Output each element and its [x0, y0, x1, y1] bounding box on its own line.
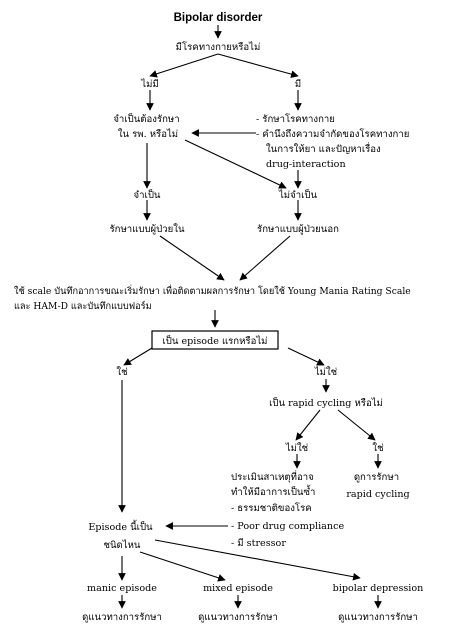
node-outpatient: รักษาแบบผู้ป่วยนอก [257, 224, 339, 235]
node-need: จำเป็น [134, 188, 161, 201]
arrow-first-episode-no [287, 347, 325, 366]
diagram-title: Bipolar disorder [174, 12, 263, 24]
arrow-admit-to-not-need [184, 139, 287, 189]
node-branch-yes: มี [295, 78, 301, 90]
node-mixed-episode: mixed episode [203, 583, 273, 594]
arrow-inpatient-to-scale [159, 235, 225, 281]
node-not-need: ไม่จำเป็น [278, 188, 318, 201]
node-q-rapid: เป็น rapid cycling หรือไม่ [269, 396, 383, 409]
arrow-rapid-to-yes2 [337, 409, 376, 441]
node-depression-action: ดูแนวทางการรักษา [338, 612, 418, 623]
node-no2: ไม่ใช่ [285, 442, 309, 454]
node-q-admit: จำเป็นต้องรักษา ใน รพ. หรือไม่ [113, 112, 182, 140]
arrow-first-episode-yes [123, 347, 153, 366]
node-branch-no: ไม่มี [140, 78, 158, 90]
arrow-episode-type-to-depression [154, 539, 361, 581]
node-q-physical: มีโรคทางกายหรือไม่ [176, 41, 261, 53]
node-no: ไม่ใช่ [314, 366, 338, 378]
node-relapse-eval: ประเมินสาเหตุที่อาจ ทำให้มีอาการเป็นซ้ำ … [231, 470, 347, 549]
arrow-episode-type-to-mixed [139, 551, 226, 582]
arrow-to-branch-yes [217, 53, 299, 78]
node-physical-notes: - รักษาโรคทางกาย - คำนึงถึงความจำกัดของโ… [256, 113, 412, 170]
node-inpatient: รักษาแบบผู้ป่วยใน [110, 223, 185, 235]
node-q-episode-type: Episode นี้เป็น ชนิดไหน [88, 519, 155, 551]
node-scale-note: ใช้ scale บันทึกอาการขณะเริ่มรักษา เพื่อ… [14, 284, 414, 312]
node-q-first-episode: เป็น episode แรกหรือไม่ [163, 334, 268, 347]
connectors [118, 25, 382, 609]
node-rapid-treat: ดูการรักษา rapid cycling [346, 472, 409, 500]
arrow-rapid-to-no2 [295, 409, 321, 441]
node-yes: ใช่ [116, 366, 128, 378]
arrow-to-branch-no [149, 53, 219, 78]
first-episode-box [151, 330, 279, 350]
arrow-outpatient-to-scale [239, 235, 291, 281]
node-bipolar-depression: bipolar depression [333, 583, 424, 594]
node-manic-episode: manic episode [87, 583, 157, 594]
node-manic-action: ดูแนวทางการรักษา [82, 612, 162, 623]
node-yes2: ใช่ [372, 442, 384, 454]
node-mixed-action: ดูแนวทางการรักษา [198, 612, 278, 623]
